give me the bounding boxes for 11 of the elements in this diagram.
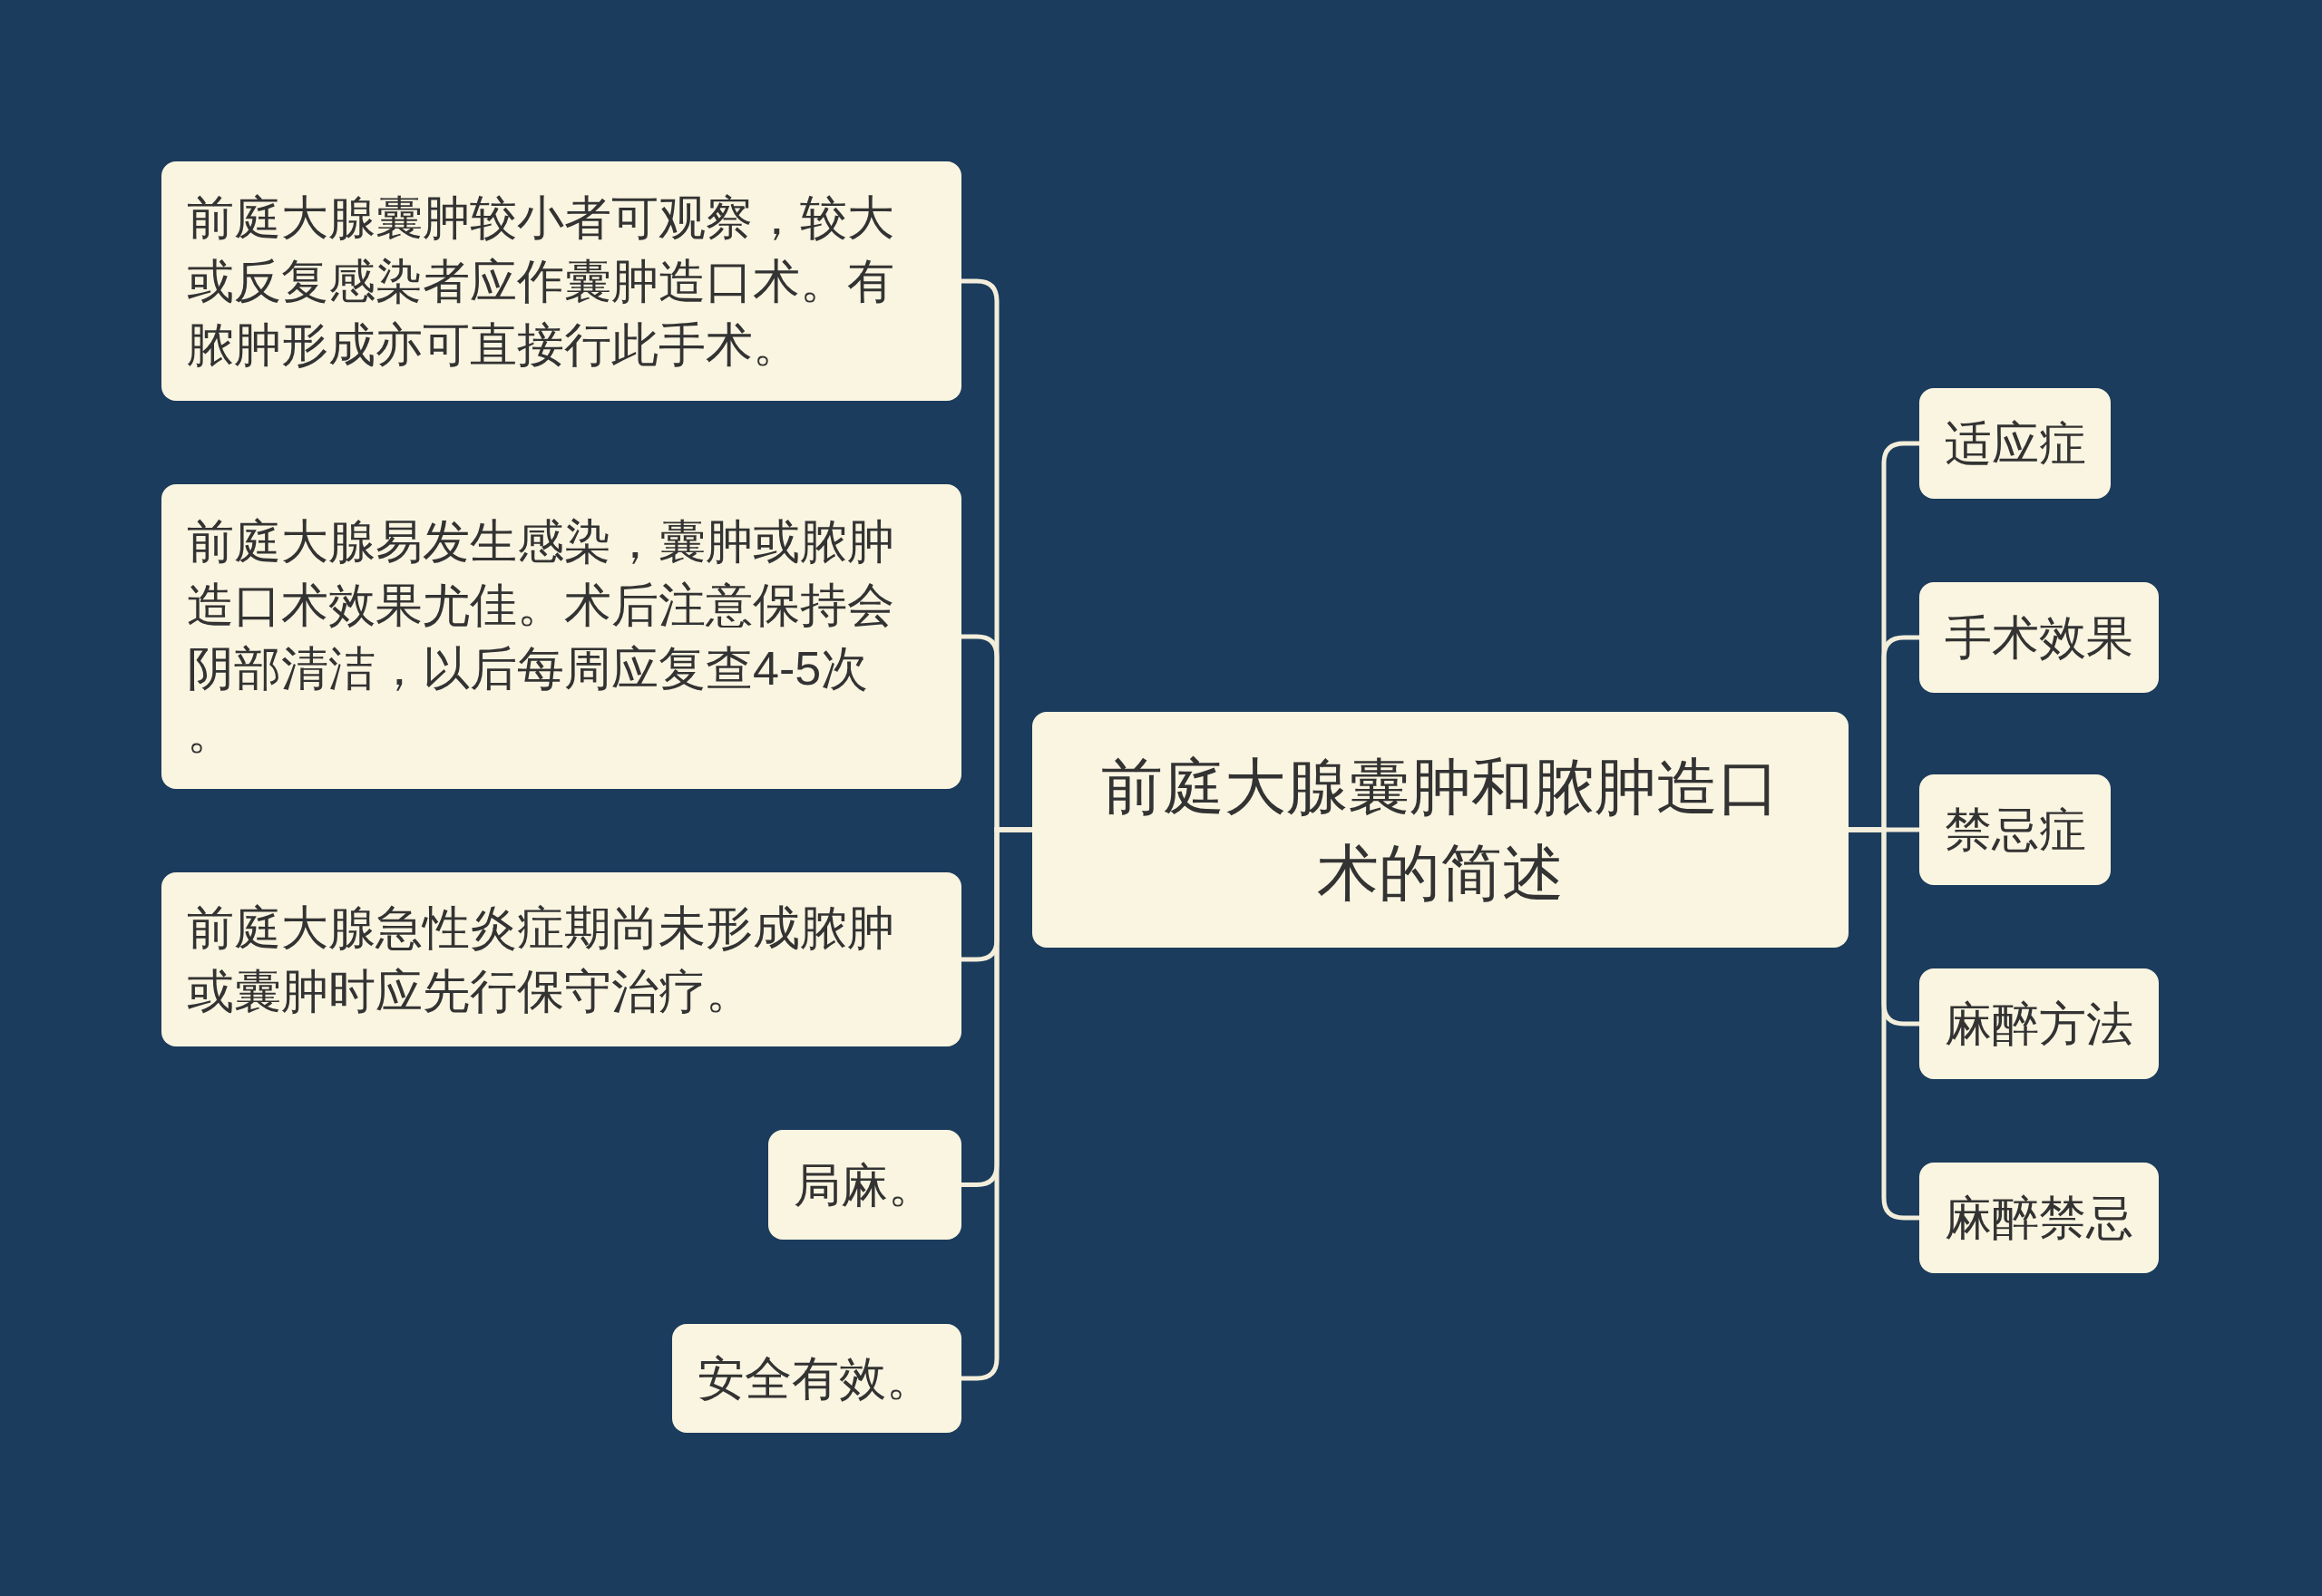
note-box: 前庭大腺囊肿较小者可观察，较大或反复感染者应作囊肿造口术。有脓肿形成亦可直接行此手术。 [161, 161, 961, 401]
subtopic-box: 麻醉禁忌 [1919, 1163, 2159, 1273]
note-box: 局麻。 [768, 1130, 961, 1240]
note-box: 安全有效。 [672, 1324, 961, 1433]
note-box: 前庭大腺急性炎症期尚未形成脓肿或囊肿时应先行保守治疗。 [161, 872, 961, 1046]
subtopic-box: 适应症 [1919, 388, 2111, 499]
topic-box: 前庭大腺囊肿和脓肿造口术的简述 [1032, 712, 1849, 948]
note-box: 前庭大腺易发生感染，囊肿或脓肿造口术效果尤佳。术后注意保持会阴部清洁，以后每周应复查4-5次。 [161, 484, 961, 789]
subtopic-box: 麻醉方法 [1919, 968, 2159, 1079]
subtopic-box: 手术效果 [1919, 582, 2159, 693]
subtopic-box: 禁忌症 [1919, 774, 2111, 885]
